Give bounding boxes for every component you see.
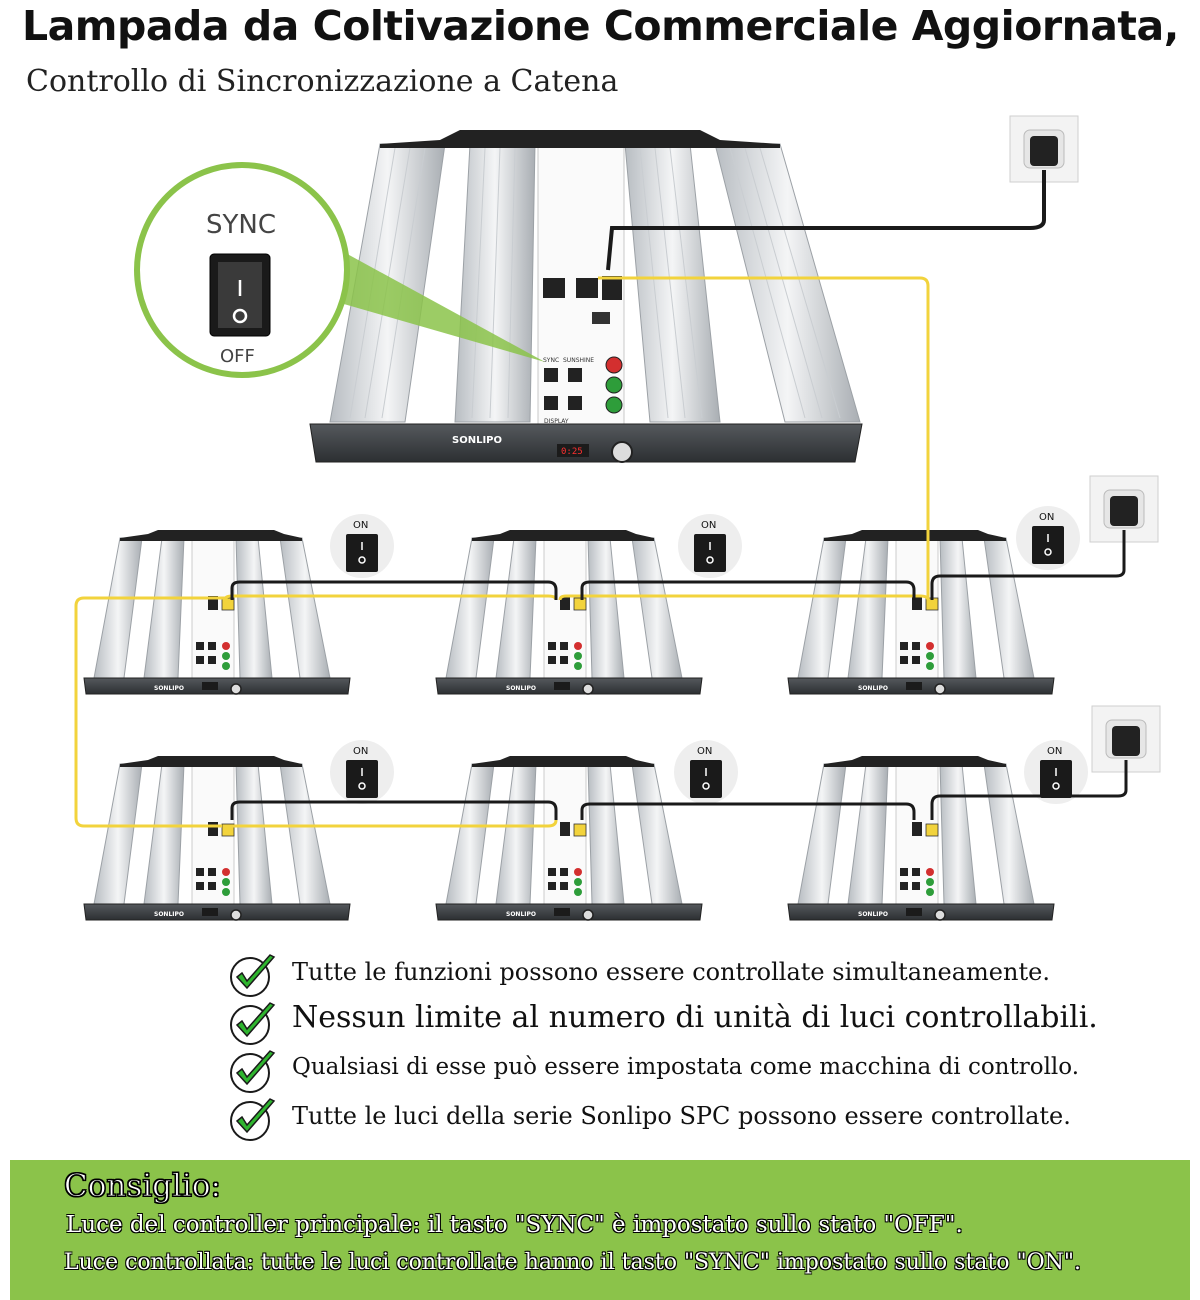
master-panel-display-label: DISPLAY (544, 418, 569, 425)
feature-text: Nessun limite al numero di unità di luci… (292, 1000, 1098, 1035)
wall-outlet-3 (1091, 705, 1161, 773)
callout-off-label: OFF (220, 346, 255, 367)
master-panel-sync-label: SYNC (543, 357, 559, 364)
feature-item: Nessun limite al numero di unità di luci… (226, 996, 1186, 1045)
controlled-light-brand: SONLIPO (858, 685, 888, 692)
switch-on-label: ON (697, 746, 712, 757)
tip-line-master: Luce del controller principale: il tasto… (66, 1212, 963, 1238)
wall-outlet-1 (1009, 115, 1079, 183)
switch-on-label: ON (353, 746, 368, 757)
controlled-light-brand: SONLIPO (154, 911, 184, 918)
feature-item: Tutte le luci della serie Sonlipo SPC po… (226, 1092, 1186, 1141)
master-timer-display: 0:25 (561, 447, 583, 457)
controlled-light: SONLIPO (787, 756, 1055, 921)
sync-on-switch: ON (330, 514, 394, 578)
sync-chain-diagram: SYNC SUNSHINE DISPLAY SONLIPO 0:25 SYNC … (74, 115, 1161, 921)
controlled-light: SONLIPO (435, 756, 703, 921)
checkmark-icon (230, 1050, 276, 1093)
power-cable (230, 530, 1128, 820)
feature-item: Tutte le funzioni possono essere control… (226, 948, 1186, 997)
checkmark-icon (230, 1002, 276, 1045)
switch-on-label: ON (1039, 512, 1054, 523)
feature-text: Tutte le funzioni possono essere control… (292, 958, 1050, 986)
controlled-light-brand: SONLIPO (154, 685, 184, 692)
controlled-light: SONLIPO (435, 530, 703, 695)
feature-text: Tutte le luci della serie Sonlipo SPC po… (292, 1102, 1071, 1130)
tip-line-controlled: Luce controllata: tutte le luci controll… (64, 1250, 1082, 1275)
controlled-light: SONLIPO (83, 756, 351, 921)
sync-on-switch: ON (674, 740, 738, 804)
master-brand-label: SONLIPO (452, 435, 502, 446)
tip-title: Consiglio: (64, 1168, 222, 1205)
checkmark-icon (230, 1098, 276, 1141)
checkmark-icon (230, 954, 276, 997)
page-subtitle: Controllo di Sincronizzazione a Catena (26, 64, 619, 99)
master-grow-light: SYNC SUNSHINE DISPLAY SONLIPO 0:25 (309, 130, 863, 463)
controlled-light-brand: SONLIPO (506, 685, 536, 692)
page-title: Lampada da Coltivazione Commerciale Aggi… (22, 2, 1179, 50)
sync-switch-callout: SYNC OFF (134, 162, 545, 378)
sync-on-switch: ON (1016, 506, 1080, 570)
master-dimmer-knob (611, 441, 633, 463)
tip-box: Consiglio: Luce del controller principal… (10, 1160, 1190, 1300)
controlled-lights: SONLIPO ON SONLIPO ON SONLIPO ON SONLIPO ON SONL… (83, 506, 1088, 921)
controlled-light: SONLIPO (787, 530, 1055, 695)
feature-list: Tutte le funzioni possono essere control… (226, 948, 1186, 1141)
controlled-light-brand: SONLIPO (506, 911, 536, 918)
sync-on-switch: ON (1024, 740, 1088, 804)
switch-on-label: ON (353, 520, 368, 531)
sync-on-switch: ON (330, 740, 394, 804)
master-panel-sunshine-label: SUNSHINE (563, 357, 594, 364)
controlled-light: SONLIPO (83, 530, 351, 695)
switch-on-label: ON (1047, 746, 1062, 757)
feature-text: Qualsiasi di esse può essere impostata c… (292, 1054, 1080, 1080)
callout-sync-label: SYNC (206, 210, 276, 240)
switch-on-label: ON (701, 520, 716, 531)
controlled-light-brand: SONLIPO (858, 911, 888, 918)
feature-item: Qualsiasi di esse può essere impostata c… (226, 1044, 1186, 1093)
sync-on-switch: ON (678, 514, 742, 578)
